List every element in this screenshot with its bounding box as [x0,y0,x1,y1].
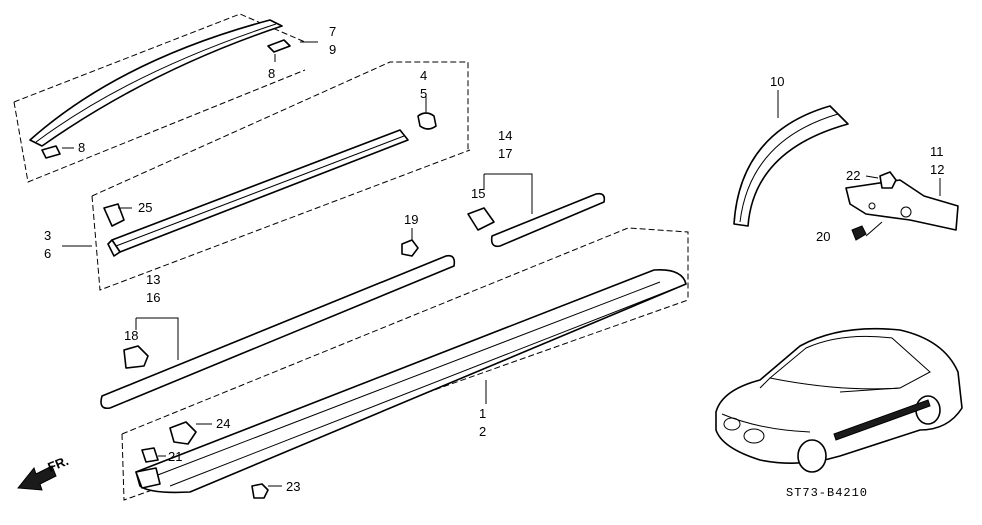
clip-19-group: 19 [401,212,419,257]
callout-3: 3 [44,228,51,243]
callout-6: 6 [44,246,51,261]
arrow-left-icon [17,465,57,491]
front-direction-arrow: FR. [17,453,71,491]
callout-18: 18 [124,328,138,343]
callout-13: 13 [146,272,160,287]
callout-24: 24 [216,416,230,431]
car-illustration [715,327,963,473]
clip-22 [879,171,897,189]
callout-21: 21 [168,449,182,464]
door-molding-group: 4 5 25 3 6 [44,61,471,291]
callout-23: 23 [286,479,300,494]
callout-10: 10 [770,74,784,89]
door-molding-end [107,239,121,257]
callout-25: 25 [138,200,152,215]
diagram-code: ST73-B4210 [786,486,868,500]
clip-15 [467,207,495,231]
callout-16: 16 [146,290,160,305]
callout-9: 9 [329,42,336,57]
door-side-molding-group: 13 16 18 [100,254,456,410]
callout-8-upper: 8 [268,66,275,81]
roof-clip-upper [267,39,291,53]
callout-19: 19 [404,212,418,227]
wheel-arch-group: 10 [733,74,849,227]
door-fastener-45 [417,112,437,130]
callout-20: 20 [816,229,830,244]
roof-molding-group: 7 9 8 8 [13,13,336,183]
callout-17: 17 [498,146,512,161]
callout-11: 11 [930,144,944,159]
roof-clip-lower [41,145,61,159]
front-label: FR. [46,453,71,475]
callout-15: 15 [471,186,485,201]
screw-23 [251,483,269,499]
callout-7: 7 [329,24,336,39]
clip-24 [169,421,197,445]
side-sill-garnish [135,268,687,494]
callout-4: 4 [420,68,427,83]
callout-12: 12 [930,162,944,177]
clip-18 [123,345,149,369]
bracket-group: 11 12 22 20 [816,144,959,244]
door-clip-25 [103,203,125,227]
callout-1: 1 [479,406,486,421]
callout-5: 5 [420,86,427,101]
fender-bracket [845,179,959,231]
callout-14: 14 [498,128,512,143]
side-molding-group: 14 17 15 [467,128,606,248]
sill-end-cap [135,467,161,489]
clip-19 [401,239,419,257]
roof-molding [29,19,283,147]
side-sill-group: 1 2 24 21 23 [121,227,689,501]
door-side-molding [100,254,456,410]
clip-21 [141,447,159,463]
callout-22: 22 [846,168,860,183]
callout-8-lower: 8 [78,140,85,155]
callout-2: 2 [479,424,486,439]
bolt-20 [851,225,867,241]
side-molding-strip [490,192,606,248]
wheel-arch-molding [733,105,849,227]
